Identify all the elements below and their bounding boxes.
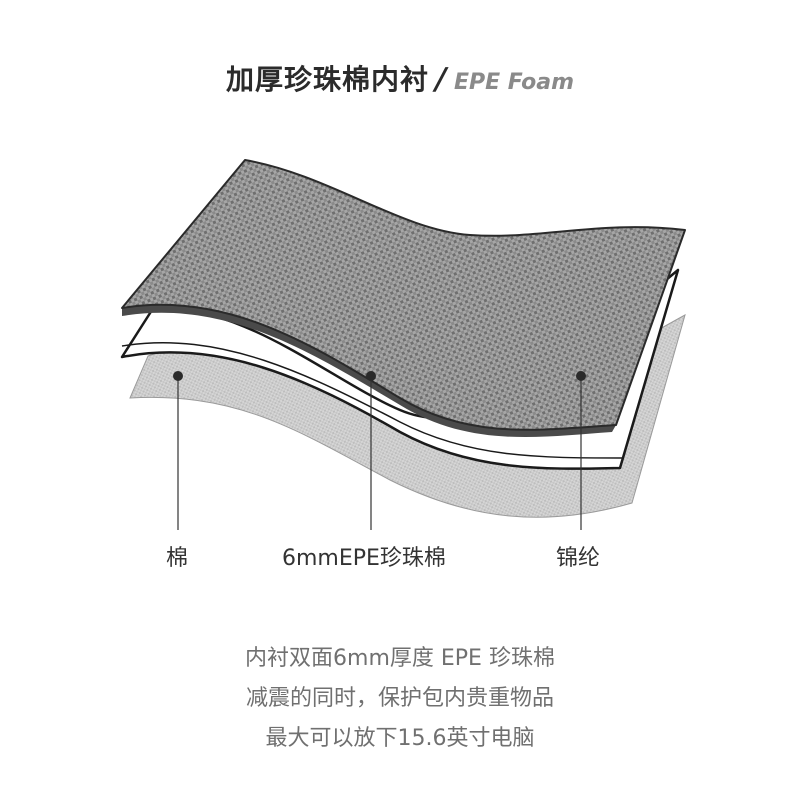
title: 加厚珍珠棉内衬/EPE Foam	[0, 58, 800, 98]
description-line-2: 减震的同时，保护包内贵重物品	[245, 686, 554, 711]
nylon-leader-dot	[576, 371, 586, 381]
label-cotton: 棉	[166, 546, 189, 571]
label-nylon: 锦纶	[556, 546, 601, 571]
title-english: EPE Foam	[453, 70, 575, 95]
epe-leader-dot	[366, 371, 376, 381]
label-epe-foam: 6mmEPE珍珠棉	[282, 546, 446, 571]
epe-foam-edge	[121, 342, 623, 459]
cotton-leader-dot	[173, 371, 183, 381]
description-line-3: 最大可以放下15.6英寸电脑	[265, 726, 535, 751]
description-line-1: 内衬双面6mm厚度 EPE 珍珠棉	[245, 646, 555, 671]
title-chinese: 加厚珍珠棉内衬	[225, 63, 429, 96]
nylon-layer	[121, 159, 686, 431]
